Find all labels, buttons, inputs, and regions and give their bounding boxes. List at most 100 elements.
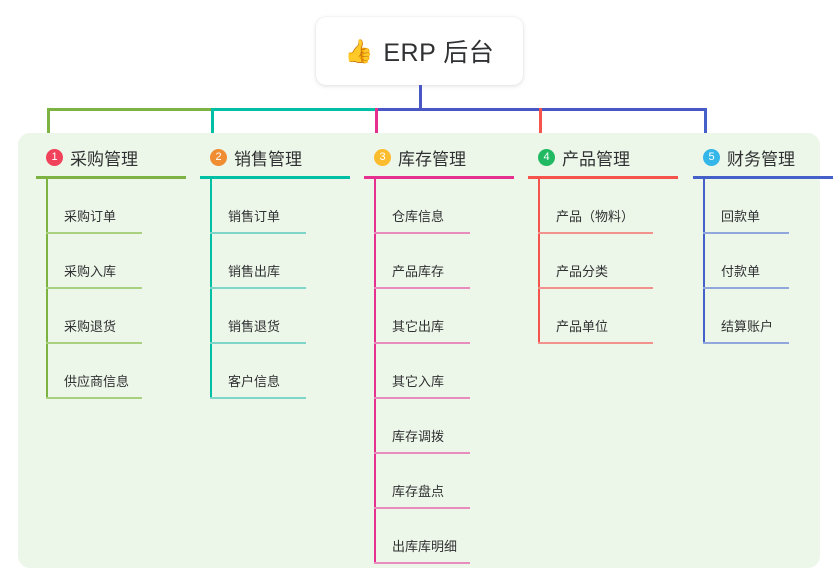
branch-item-label: 产品（物料）	[556, 209, 635, 224]
branch-item-rule	[703, 232, 789, 234]
branch-item[interactable]: 销售退货	[200, 289, 350, 344]
branch-badge-5: 5	[703, 148, 720, 166]
connector-drop-4	[539, 108, 542, 138]
branch-header-rule-1	[36, 176, 186, 179]
branch-item[interactable]: 供应商信息	[36, 344, 186, 399]
branch-items-2: 销售订单销售出库销售退货客户信息	[200, 179, 350, 399]
branch-item[interactable]: 销售出库	[200, 234, 350, 289]
connector-bar-segment	[47, 108, 214, 111]
branch-item-label: 产品库存	[392, 264, 445, 279]
connector-drop-2	[211, 108, 214, 138]
connector-drop-3	[375, 108, 378, 138]
branch-column-1: 1 采购管理采购订单采购入库采购退货供应商信息	[36, 145, 186, 399]
branch-item[interactable]: 产品（物料）	[528, 179, 678, 234]
branch-item[interactable]: 出库库明细	[364, 509, 514, 564]
branch-item-rule	[46, 232, 142, 234]
branch-title-4: 产品管理	[562, 149, 630, 169]
branch-item[interactable]: 产品单位	[528, 289, 678, 344]
branch-column-2: 2 销售管理销售订单销售出库销售退货客户信息	[200, 145, 350, 399]
branch-item[interactable]: 回款单	[693, 179, 833, 234]
connector-bar-segment	[375, 108, 542, 111]
branch-item-rule	[374, 342, 470, 344]
branch-item-rule	[538, 287, 653, 289]
branch-badge-1: 1	[46, 148, 63, 166]
branch-items-1: 采购订单采购入库采购退货供应商信息	[36, 179, 186, 399]
branch-item-label: 供应商信息	[64, 374, 130, 389]
branch-item[interactable]: 客户信息	[200, 344, 350, 399]
branch-item-rule	[374, 507, 470, 509]
branch-item-label: 回款单	[721, 209, 761, 224]
branch-item-rule	[374, 397, 470, 399]
branch-item[interactable]: 库存盘点	[364, 454, 514, 509]
branch-item[interactable]: 采购退货	[36, 289, 186, 344]
connector-bar-segment	[539, 108, 707, 111]
branch-item[interactable]: 其它入库	[364, 344, 514, 399]
branch-item-rule	[374, 287, 470, 289]
branch-item-label: 销售退货	[228, 319, 281, 334]
branch-item-rule	[374, 562, 470, 564]
branch-title-5: 财务管理	[727, 149, 795, 169]
branch-item-rule	[703, 287, 789, 289]
branch-items-3: 仓库信息产品库存其它出库其它入库库存调拨库存盘点出库库明细	[364, 179, 514, 564]
branch-item-label: 付款单	[721, 264, 761, 279]
branch-item-label: 仓库信息	[392, 209, 445, 224]
branch-item[interactable]: 库存调拨	[364, 399, 514, 454]
branch-title-1: 采购管理	[70, 149, 138, 169]
branch-item-label: 采购退货	[64, 319, 117, 334]
root-title: ERP 后台	[383, 39, 495, 67]
branch-item-label: 销售订单	[228, 209, 281, 224]
branch-item-label: 客户信息	[228, 374, 281, 389]
branch-column-5: 5 财务管理回款单付款单结算账户	[693, 145, 833, 344]
branch-item[interactable]: 其它出库	[364, 289, 514, 344]
root-node[interactable]: 👍 ERP 后台	[316, 17, 523, 85]
branch-spine-5	[703, 179, 705, 344]
branch-item-label: 产品分类	[556, 264, 609, 279]
branch-item-rule	[210, 397, 306, 399]
branch-header-2[interactable]: 2 销售管理	[200, 145, 350, 169]
branch-item-rule	[210, 232, 306, 234]
branch-header-rule-3	[364, 176, 514, 179]
branch-item-rule	[703, 342, 789, 344]
branch-item[interactable]: 结算账户	[693, 289, 833, 344]
branch-header-5[interactable]: 5 财务管理	[693, 145, 833, 169]
branch-item-label: 其它出库	[392, 319, 445, 334]
branch-item-label: 库存调拨	[392, 429, 445, 444]
branch-item-rule	[46, 342, 142, 344]
branch-item-rule	[210, 287, 306, 289]
branch-item[interactable]: 产品库存	[364, 234, 514, 289]
branch-spine-3	[374, 179, 376, 564]
branch-spine-4	[538, 179, 540, 344]
branch-header-rule-5	[693, 176, 833, 179]
branch-item-label: 其它入库	[392, 374, 445, 389]
branch-item-rule	[374, 452, 470, 454]
branch-item-label: 库存盘点	[392, 484, 445, 499]
thumbs-up-icon: 👍	[344, 37, 374, 64]
connector-drop-5	[704, 108, 707, 138]
branch-badge-3: 3	[374, 148, 391, 166]
branch-item[interactable]: 采购入库	[36, 234, 186, 289]
branch-header-1[interactable]: 1 采购管理	[36, 145, 186, 169]
branch-header-rule-2	[200, 176, 350, 179]
connector-bar-segment	[211, 108, 378, 111]
branch-item-label: 采购入库	[64, 264, 117, 279]
branch-items-4: 产品（物料） 产品分类产品单位	[528, 179, 678, 344]
branch-item-label: 产品单位	[556, 319, 609, 334]
branch-item[interactable]: 产品分类	[528, 234, 678, 289]
branch-item-label: 结算账户	[721, 319, 774, 334]
branches-panel	[18, 133, 820, 568]
branch-spine-2	[210, 179, 212, 399]
branch-item-rule	[538, 232, 653, 234]
branch-item-rule	[46, 397, 142, 399]
branch-badge-2: 2	[210, 148, 227, 166]
branch-title-2: 销售管理	[234, 149, 302, 169]
branch-item[interactable]: 付款单	[693, 234, 833, 289]
branch-item[interactable]: 销售订单	[200, 179, 350, 234]
branch-item-rule	[374, 232, 470, 234]
branch-item[interactable]: 仓库信息	[364, 179, 514, 234]
branch-item-rule	[538, 342, 653, 344]
branch-item[interactable]: 采购订单	[36, 179, 186, 234]
